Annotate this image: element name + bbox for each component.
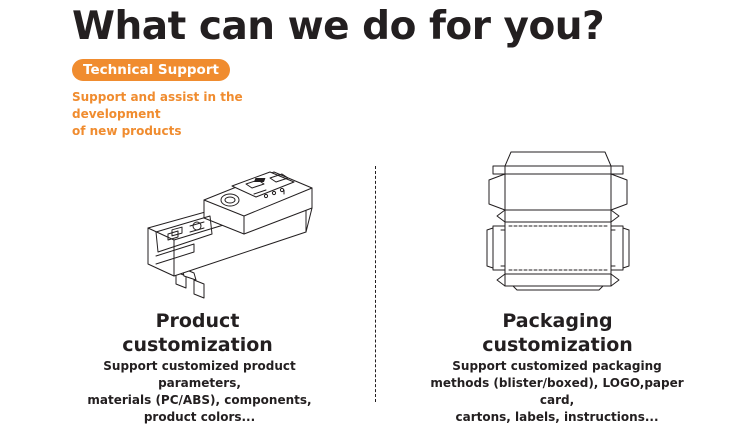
feature-desc-line: Support customized packaging <box>452 359 662 373</box>
box-dieline-icon <box>486 151 630 291</box>
product-customization-description: Support customized product parameters, m… <box>62 358 337 426</box>
packaging-customization-description: Support customized packaging methods (bl… <box>412 358 702 426</box>
feature-desc-line: product colors... <box>143 410 256 424</box>
support-subtitle: Support and assist in the development of… <box>72 89 322 140</box>
feature-title-line: Product <box>155 310 240 332</box>
product-customization-title: Product customization <box>95 309 300 357</box>
subtitle-line: of new products <box>72 124 182 138</box>
packaging-customization-title: Packaging customization <box>455 309 660 357</box>
page-title: What can we do for you? <box>72 4 605 49</box>
feature-desc-line: methods (blister/boxed), LOGO,paper card… <box>430 376 684 407</box>
feature-desc-line: Support customized product parameters, <box>103 359 296 390</box>
feature-desc-line: cartons, labels, instructions... <box>455 410 659 424</box>
dashed-divider <box>375 166 376 402</box>
technical-support-badge: Technical Support <box>72 59 230 81</box>
feature-title-line: Packaging <box>502 310 613 332</box>
subtitle-line: Support and assist in the development <box>72 90 243 121</box>
feature-desc-line: materials (PC/ABS), components, <box>87 393 312 407</box>
feature-title-line: customization <box>122 334 273 356</box>
feature-title-line: customization <box>482 334 633 356</box>
plug-adapter-icon <box>147 171 313 299</box>
